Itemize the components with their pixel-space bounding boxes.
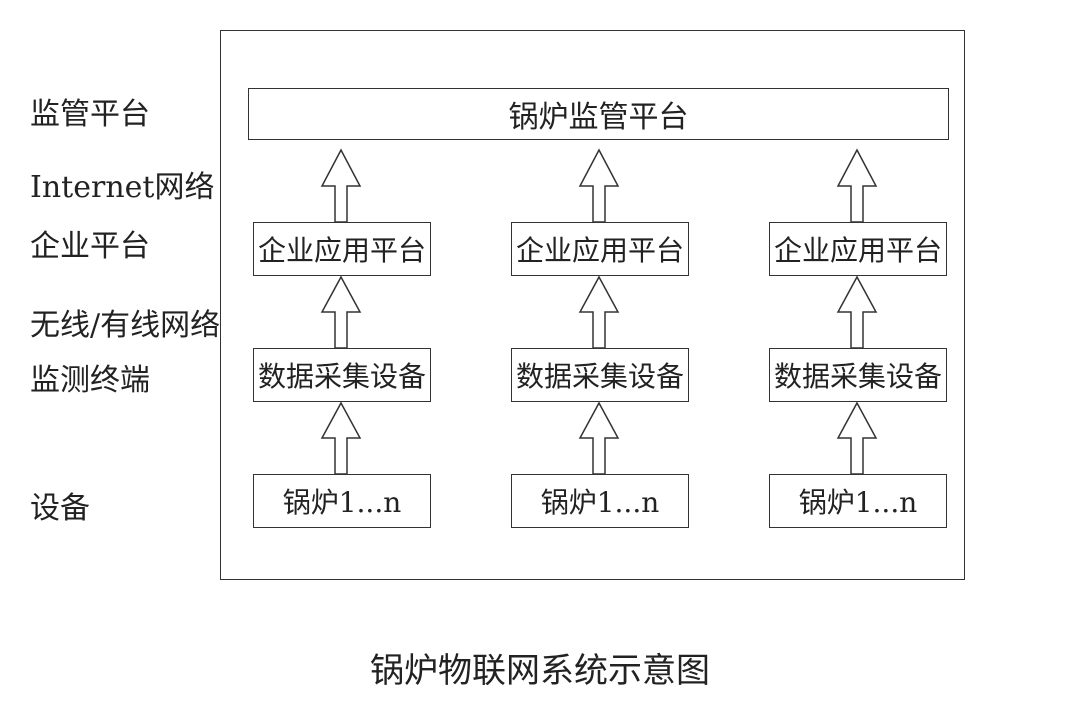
- boiler-device-box-1: 锅炉1...n: [253, 474, 431, 528]
- enterprise-platform-box-2: 企业应用平台: [511, 222, 689, 276]
- layer-label-internet: Internet网络: [30, 170, 215, 205]
- diagram-frame: [220, 30, 965, 580]
- boiler-supervision-platform-box: 锅炉监管平台: [248, 88, 949, 140]
- layer-label-supervision: 监管平台: [30, 97, 150, 132]
- boiler-device-box-2: 锅炉1...n: [511, 474, 689, 528]
- diagram-caption: 锅炉物联网系统示意图: [370, 651, 710, 691]
- boiler-device-box-3: 锅炉1...n: [769, 474, 947, 528]
- data-collector-box-2: 数据采集设备: [511, 348, 689, 402]
- layer-label-terminal: 监测终端: [30, 363, 150, 398]
- data-collector-box-3: 数据采集设备: [769, 348, 947, 402]
- layer-label-device: 设备: [30, 491, 90, 526]
- enterprise-platform-box-1: 企业应用平台: [253, 222, 431, 276]
- data-collector-box-1: 数据采集设备: [253, 348, 431, 402]
- layer-label-enterprise: 企业平台: [30, 229, 150, 264]
- layer-label-network: 无线/有线网络: [30, 308, 221, 343]
- enterprise-platform-box-3: 企业应用平台: [769, 222, 947, 276]
